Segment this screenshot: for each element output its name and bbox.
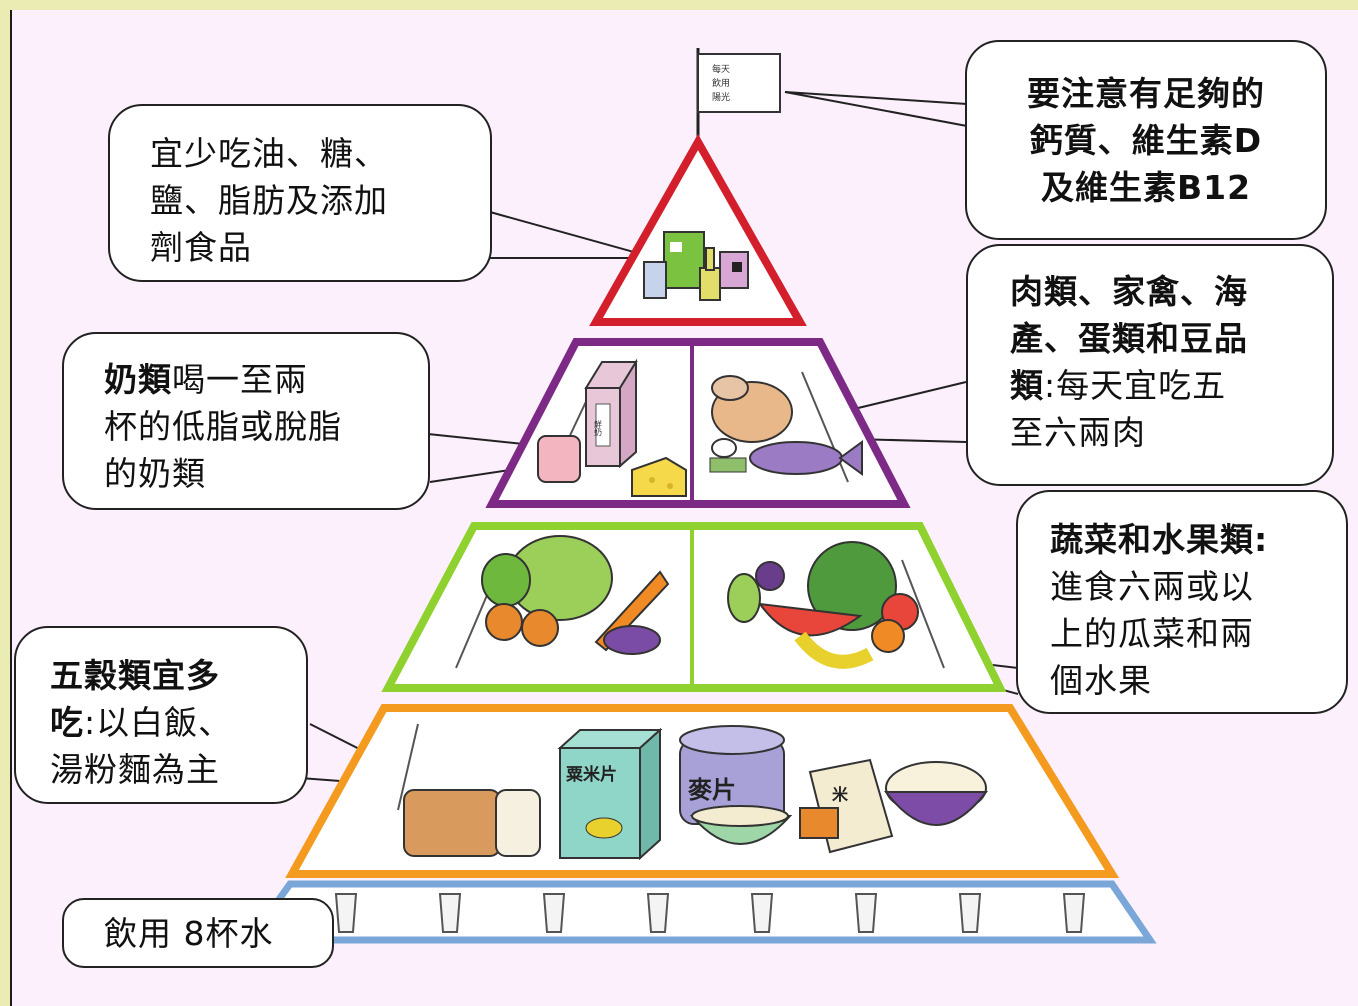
noodle-bowl-icon — [689, 805, 793, 845]
callout-veg-fruit-line-1: 蔬菜和水果類: — [1050, 520, 1269, 559]
flag-line-1: 每天 — [712, 63, 730, 75]
callout-nutrients-line-2: 鈣質、維生素D — [1029, 121, 1263, 160]
callout-veg-fruit-line-4: 個水果 — [1050, 661, 1152, 700]
callout-meat-line-1: 肉類、家禽、海 — [1010, 272, 1248, 311]
cereal-box-icon: 粟米片 — [557, 727, 663, 861]
egg-icon — [709, 438, 747, 473]
water-glass-icon — [438, 893, 462, 933]
oats-tin-icon: 麥片 — [679, 725, 785, 825]
callout-grains-line-1: 五穀類宜多 — [50, 656, 220, 695]
rice-bag-icon: 米 — [799, 758, 894, 854]
callout-top-tier: 宜少吃油、糖、 鹽、脂肪及添加 劑食品 — [108, 104, 492, 282]
callout-dairy-line-2: 杯的低脂或脫脂 — [104, 407, 342, 446]
callout-water: 飲用 8杯水 — [62, 898, 334, 968]
cereal-box-label: 粟米片 — [566, 764, 617, 785]
callout-water-text: 飲用 8杯水 — [104, 914, 274, 953]
callout-grains-line-2-bold: 吃 — [50, 703, 84, 742]
water-glass-icon — [542, 893, 566, 933]
callout-dairy-line-1-rest: 喝一至兩 — [172, 360, 308, 399]
water-glass-icon — [958, 893, 982, 933]
fruits-icon — [727, 541, 919, 669]
tier-grains: 粟米片 麥片 米 — [285, 704, 1120, 878]
water-glasses — [334, 893, 1086, 933]
callout-grains-line-3: 湯粉麵為主 — [50, 750, 220, 789]
callout-nutrients-line-3: 及維生素B12 — [1040, 168, 1252, 207]
callout-veg-fruit: 蔬菜和水果類: 進食六兩或以 上的瓜菜和兩 個水果 — [1016, 490, 1348, 714]
callout-top-tier-line-3: 劑食品 — [150, 228, 252, 267]
water-glass-icon — [334, 893, 358, 933]
milk-carton-icon: 鮮奶 — [584, 358, 638, 469]
cheese-icon — [631, 456, 687, 497]
flag-icon: 每天 飲用 陽光 — [696, 48, 781, 138]
callout-top-tier-line-2: 鹽、脂肪及添加 — [150, 181, 388, 220]
callout-grains-line-2-rest: :以白飯、 — [84, 703, 233, 742]
water-glass-icon — [1062, 893, 1086, 933]
callout-dairy-line-1-bold: 奶類 — [104, 360, 172, 399]
callout-nutrients: 要注意有足夠的 鈣質、維生素D 及維生素B12 — [965, 40, 1327, 240]
tier-top-fats-sugars — [589, 133, 807, 326]
flag-line-3: 陽光 — [712, 91, 730, 103]
callout-grains: 五穀類宜多 吃:以白飯、 湯粉麵為主 — [14, 626, 308, 804]
connector-nutrients — [784, 91, 968, 127]
rice-bowl-icon — [883, 761, 989, 826]
callout-meat: 肉類、家禽、海 產、蛋類和豆品 類:每天宜吃五 至六兩肉 — [966, 244, 1334, 486]
callout-meat-line-2: 產、蛋類和豆品 — [1010, 319, 1248, 358]
callout-meat-line-3-rest: :每天宜吃五 — [1044, 366, 1227, 405]
milk-carton-label: 鮮奶 — [594, 419, 603, 437]
callout-nutrients-line-1: 要注意有足夠的 — [1027, 74, 1265, 113]
oats-tin-label: 麥片 — [687, 776, 736, 804]
callout-meat-line-4: 至六兩肉 — [1010, 413, 1146, 452]
callout-veg-fruit-line-2: 進食六兩或以 — [1050, 567, 1254, 606]
water-glass-icon — [854, 893, 878, 933]
bread-icon — [403, 789, 541, 857]
tier-vegetables-fruits — [381, 522, 1007, 692]
poultry-icon — [711, 375, 793, 443]
tier-water-base — [243, 880, 1157, 944]
flag-line-2: 飲用 — [712, 77, 730, 89]
callout-dairy-line-3: 的奶類 — [104, 454, 206, 493]
water-glass-icon — [750, 893, 774, 933]
fish-icon — [749, 440, 863, 476]
water-glass-icon — [646, 893, 670, 933]
callout-veg-fruit-line-3: 上的瓜菜和兩 — [1050, 614, 1254, 653]
callout-meat-line-3-bold: 類 — [1010, 366, 1044, 405]
tier-dairy-meat: 鮮奶 — [485, 338, 911, 508]
snacks-icon — [643, 231, 749, 301]
callout-top-tier-line-1: 宜少吃油、糖、 — [150, 134, 388, 173]
callout-dairy: 奶類喝一至兩 杯的低脂或脫脂 的奶類 — [62, 332, 430, 510]
rice-bag-label: 米 — [832, 785, 849, 804]
yogurt-icon — [537, 435, 581, 483]
vegetables-icon — [481, 535, 670, 655]
